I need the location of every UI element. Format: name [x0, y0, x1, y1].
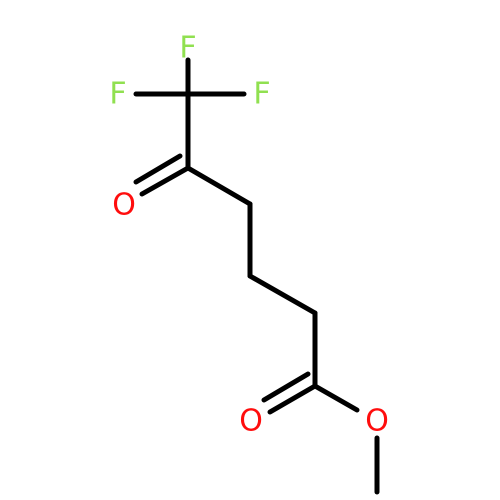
bond-ester-single	[312, 383, 360, 413]
bond-ester-double-2	[261, 371, 311, 403]
bonds	[133, 57, 380, 495]
bond-ketone-double-2	[133, 153, 183, 185]
atom-label-oxygen-ester: O	[365, 404, 389, 439]
atom-label-fluorine-left: F	[109, 77, 126, 112]
bond-chain-3	[247, 273, 318, 316]
bond-chain-1	[185, 165, 253, 207]
atom-label-oxygen-carbonyl: O	[239, 404, 263, 439]
bond-ketone-double-1	[139, 165, 191, 197]
atom-label-fluorine-top: F	[179, 31, 196, 66]
atom-label-oxygen-ketone: O	[112, 188, 136, 223]
atom-labels: F F F O O O	[109, 31, 388, 439]
bond-ester-double-1	[267, 383, 318, 415]
atom-label-fluorine-right: F	[253, 77, 270, 112]
